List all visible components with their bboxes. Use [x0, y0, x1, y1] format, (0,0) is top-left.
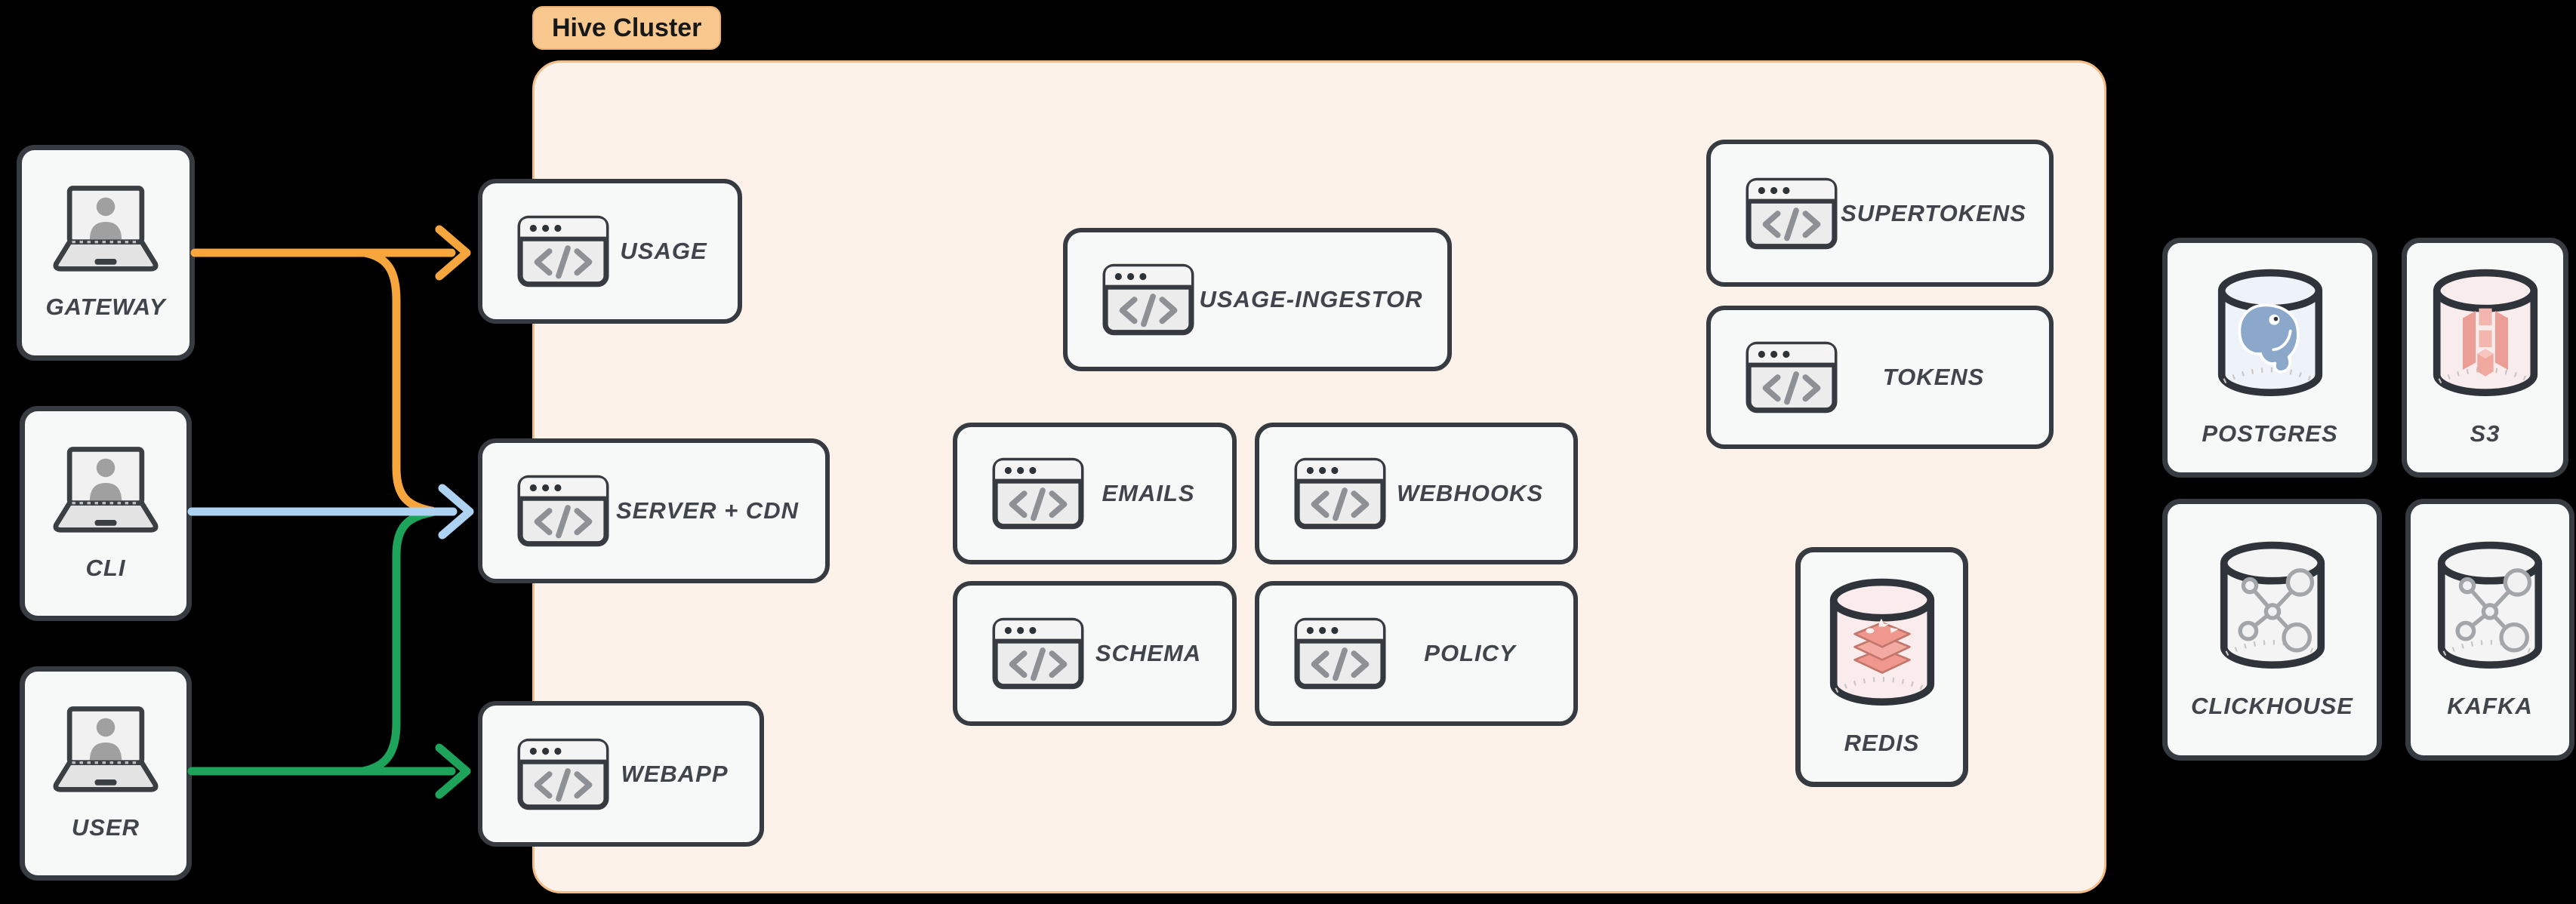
node-label: USAGE — [620, 238, 707, 264]
node-usage-ingestor: USAGE-INGESTOR — [1063, 228, 1452, 371]
code-window-icon — [517, 738, 609, 810]
postgres-db-icon — [2214, 268, 2327, 401]
node-redis: REDIS — [1795, 547, 1968, 787]
node-user: USER — [20, 666, 192, 881]
node-webhooks: WEBHOOKS — [1255, 423, 1578, 564]
code-window-icon — [1746, 177, 1838, 250]
laptop-user-icon — [47, 706, 165, 795]
code-window-icon — [992, 617, 1084, 690]
node-emails: EMAILS — [953, 423, 1237, 564]
arrowhead — [435, 225, 471, 281]
edge-user-webapp — [187, 743, 471, 799]
s3-db-icon — [2429, 268, 2542, 401]
arrowhead — [435, 743, 471, 799]
node-label: TOKENS — [1882, 364, 1985, 390]
node-label: POSTGRES — [2202, 420, 2338, 447]
node-tokens: TOKENS — [1706, 306, 2054, 449]
db-network-icon — [2433, 540, 2547, 673]
code-window-icon — [517, 215, 609, 287]
hive-cluster-label: Hive Cluster — [532, 6, 722, 50]
edge-cli-server-cdn — [187, 484, 474, 540]
node-label: SCHEMA — [1095, 640, 1202, 666]
db-network-icon — [2216, 540, 2329, 673]
node-label: USER — [71, 814, 140, 841]
code-window-icon — [1746, 341, 1838, 414]
node-kafka: KAFKA — [2405, 499, 2574, 761]
node-webapp: WEBAPP — [478, 701, 764, 847]
node-label: SERVER + CDN — [616, 497, 799, 524]
node-label: POLICY — [1424, 640, 1516, 666]
node-label: GATEWAY — [45, 294, 166, 320]
edge-gateway-server-cdn — [360, 248, 436, 515]
laptop-user-icon — [47, 446, 165, 535]
node-label: WEBHOOKS — [1397, 480, 1543, 506]
node-label: REDIS — [1844, 730, 1920, 756]
node-schema: SCHEMA — [953, 581, 1237, 726]
node-gateway: GATEWAY — [17, 145, 195, 361]
code-window-icon — [1102, 263, 1194, 336]
node-s3: S3 — [2402, 238, 2568, 478]
node-clickhouse: CLICKHOUSE — [2162, 499, 2382, 761]
node-label: WEBAPP — [621, 760, 729, 787]
node-usage: USAGE — [478, 179, 742, 324]
node-label: USAGE-INGESTOR — [1199, 286, 1423, 312]
node-label: KAFKA — [2447, 692, 2533, 719]
node-label: SUPERTOKENS — [1841, 199, 2026, 226]
code-window-icon — [1294, 457, 1386, 530]
code-window-icon — [1294, 617, 1386, 690]
node-label: EMAILS — [1102, 480, 1195, 506]
redis-db-icon — [1826, 577, 1939, 710]
node-label: CLICKHOUSE — [2191, 692, 2353, 719]
code-window-icon — [992, 457, 1084, 530]
node-server-cdn: SERVER + CDN — [478, 438, 830, 583]
node-postgres: POSTGRES — [2162, 238, 2377, 478]
node-cli: CLI — [20, 406, 192, 621]
edge-gateway-usage — [190, 225, 471, 281]
arrowhead — [438, 484, 474, 540]
laptop-user-icon — [47, 185, 165, 274]
node-policy: POLICY — [1255, 581, 1578, 726]
node-label: S3 — [2470, 420, 2501, 447]
node-label: CLI — [85, 554, 126, 581]
edge-user-server-cdn — [358, 508, 436, 776]
code-window-icon — [517, 475, 609, 547]
node-supertokens: SUPERTOKENS — [1706, 140, 2054, 287]
